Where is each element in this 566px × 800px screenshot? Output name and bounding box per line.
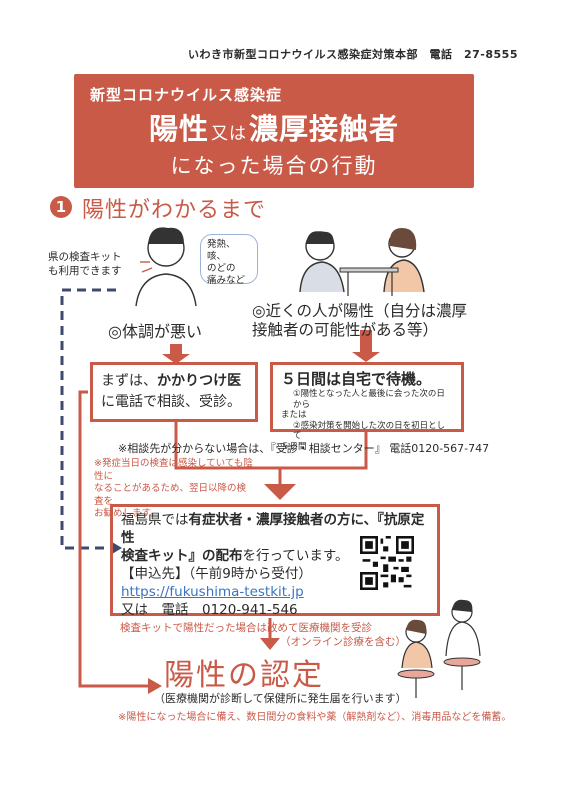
kit-positive-note: 検査キットで陽性だった場合は改めて医療機関を受診 xyxy=(120,622,372,634)
symptom-line-2: のどの xyxy=(207,263,236,274)
left-flow-arrow xyxy=(78,390,150,688)
banner-subtitle: 新型コロナウイルス感染症 xyxy=(90,86,283,104)
test-kit-box: 福島県では有症状者・濃厚接触者の方に、『抗原定性 検査キット』の配布を行っていま… xyxy=(110,504,440,618)
close-contact-line-2: 接触者の可能性がある等） xyxy=(252,321,439,339)
banner-title-contact: 濃厚接触者 xyxy=(249,112,400,146)
kit-apply-link[interactable]: https://fukushima-testkit.jp xyxy=(121,584,304,600)
kit-apply-phone: 又は 電話 0120-941-546 xyxy=(121,602,298,618)
banner-title: 陽性又は濃厚接触者 xyxy=(74,106,474,148)
kit-line-1a: 福島県では xyxy=(121,512,189,528)
merge-arrow-head xyxy=(264,484,296,500)
caution-line-3: お勧めします。 xyxy=(94,508,160,519)
family-doctor: かかりつけ医 xyxy=(157,373,242,389)
kit-line-2b: を行っています。 xyxy=(242,548,349,564)
positive-certification: 陽性の認定 xyxy=(164,658,324,693)
caution-line-1: ※発症当日の検査は感染していても陰性に xyxy=(94,458,253,482)
dashed-kit-arrow xyxy=(60,288,116,550)
banner-title-positive: 陽性 xyxy=(148,112,209,146)
wait-rule-or: または xyxy=(281,410,307,420)
dashed-arrow-head xyxy=(112,542,122,554)
kit-line-2a: 検査キット』の配布 xyxy=(121,548,243,564)
certification-note: （医療機関が診断して保健所に発生届を行います） xyxy=(154,692,407,705)
merge-arrow xyxy=(174,422,368,486)
test-timing-caution: ※発症当日の検査は感染していても陰性に なることがあるため、翌日以降の検査を お… xyxy=(94,458,254,521)
symptom-line-3: 痛みなど xyxy=(207,275,246,286)
kit-note: 県の検査キット も利用できます xyxy=(48,250,122,278)
symptom-line-1: 発熱、咳、 xyxy=(207,239,236,262)
close-contact-label: ◎近くの人が陽性（自分は濃厚 接触者の可能性がある等） xyxy=(252,302,492,340)
kit-note-line-2: も利用できます xyxy=(48,265,122,277)
section-title: 陽性がわかるまで xyxy=(82,198,267,223)
banner-title-line2: になった場合の行動 xyxy=(170,154,378,178)
two-people-icon xyxy=(299,228,425,296)
qr-code-icon[interactable] xyxy=(360,536,414,590)
stockpile-note: ※陽性になった場合に備え、数日間分の食料や薬（解熱剤など）、消毒用品などを備蓄。 xyxy=(118,712,512,723)
consult-first: まずは、 xyxy=(101,373,157,389)
kit-apply-label: 【申込先】（午前9時から受付） xyxy=(121,566,312,582)
home-wait-box: ５日間は自宅で待機。 ①陽性となった人と最後に会った次の日から または ②感染対… xyxy=(270,362,464,452)
down-arrow-1 xyxy=(162,344,190,364)
unwell-person-icon xyxy=(135,227,197,307)
wait-rule-2: ②感染対策を開始した次の日を初日として xyxy=(293,420,446,442)
consult-phone: に電話で相談、受診。 xyxy=(101,394,241,410)
left-arrow-head xyxy=(148,678,162,694)
kit-line-2: 検査キット』の配布を行っています。 xyxy=(121,547,429,565)
consult-doctor-box: まずは、かかりつけ医に電話で相談、受診。 xyxy=(90,362,258,422)
wait-rule-days: ５日間 xyxy=(281,441,307,452)
unwell-label: ◎体調が悪い xyxy=(108,322,202,341)
doctor-patient-icon xyxy=(397,599,481,698)
banner-title-or: 又は xyxy=(211,124,247,144)
down-arrow-2 xyxy=(352,330,380,362)
symptom-bubble: 発熱、咳、 のどの 痛みなど xyxy=(200,234,258,286)
kit-line-1b: 有症状者・濃厚接触者の方に、『抗原定性 xyxy=(121,512,425,546)
kit-note-line-1: 県の検査キット xyxy=(48,251,122,263)
kit-line-1: 福島県では有症状者・濃厚接触者の方に、『抗原定性 xyxy=(121,511,429,547)
wait-rule-1: ①陽性となった人と最後に会った次の日から xyxy=(293,389,445,410)
hq-contact: いわき市新型コロナウイルス感染症対策本部 電話 27-8555 xyxy=(188,48,518,61)
title-banner: 新型コロナウイルス感染症 陽性又は濃厚接触者 になった場合の行動 xyxy=(74,74,474,188)
online-note: （オンライン診療を含む） xyxy=(280,636,406,648)
home-wait-heading: ５日間は自宅で待機。 xyxy=(281,370,432,388)
consult-center-note: ※相談先が分からない場合は、『受診・相談センター』 電話0120-567-747 xyxy=(118,442,490,455)
close-contact-line-1: ◎近くの人が陽性（自分は濃厚 xyxy=(252,302,468,320)
section-number: 1 xyxy=(50,196,72,218)
cert-arrow-head xyxy=(260,638,280,650)
caution-line-2: なることがあるため、翌日以降の検査を xyxy=(94,483,247,507)
